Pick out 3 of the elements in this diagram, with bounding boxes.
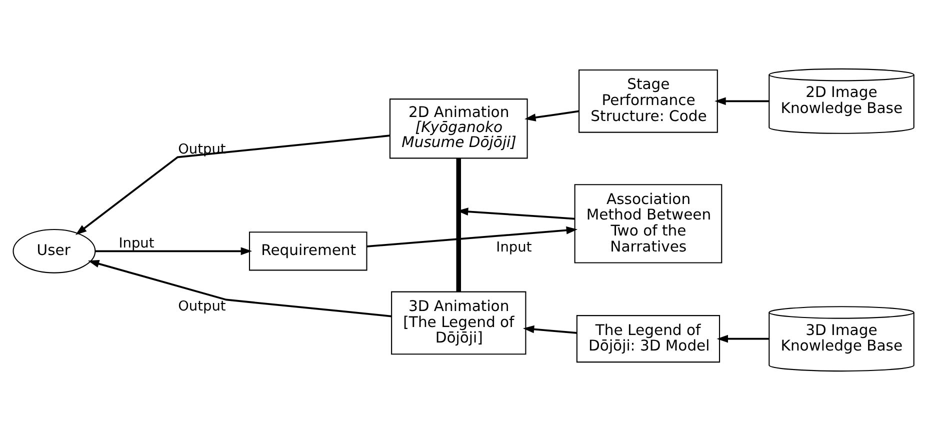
edge-label: Input (118, 234, 154, 251)
edge-label: Input (496, 238, 532, 255)
edge-label: Output (178, 298, 226, 314)
